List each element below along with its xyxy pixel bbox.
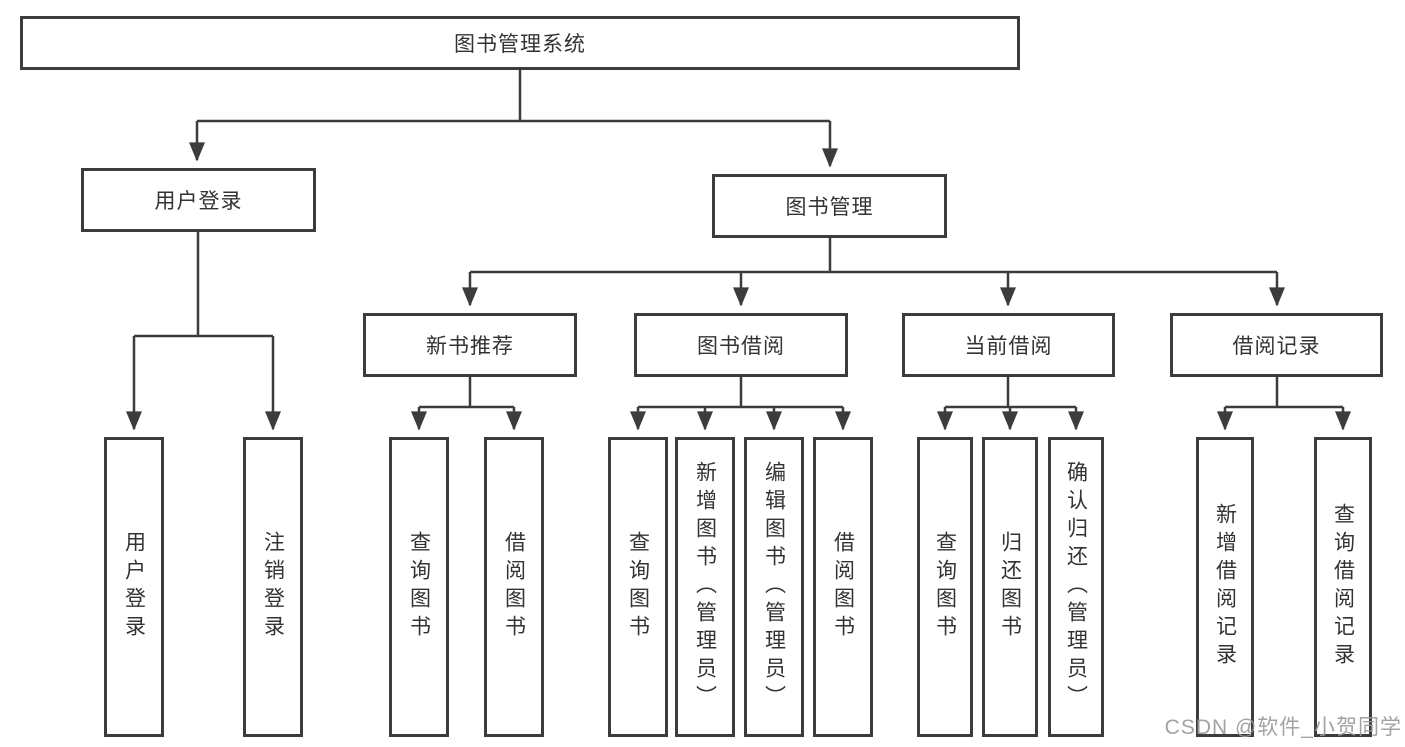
node-current-borrowing: 当前借阅 [902,313,1115,377]
node-label: 查询图书 [407,531,431,643]
node-label: 新增图书（管理员） [693,461,717,713]
node-user-login: 用户登录 [81,168,316,232]
node-label: 图书管理 [785,196,874,219]
leaf-edit-books-admin: 编辑图书（管理员） [744,437,804,737]
node-new-book-recommend: 新书推荐 [363,313,577,377]
node-system-root: 图书管理系统 [20,16,1020,70]
node-borrowing-records: 借阅记录 [1170,313,1383,377]
node-label: 查询图书 [933,531,957,643]
leaf-current-query-books: 查询图书 [917,437,973,737]
node-label: 归还图书 [998,531,1022,643]
node-label: 借阅记录 [1232,335,1321,358]
leaf-logout: 注销登录 [243,437,303,737]
node-label: 注销登录 [261,531,285,643]
node-book-management: 图书管理 [712,174,947,238]
node-label: 图书借阅 [697,335,785,358]
leaf-user-login: 用户登录 [104,437,164,737]
node-label: 图书管理系统 [454,33,586,56]
node-label: 用户登录 [122,531,146,643]
node-book-borrowing: 图书借阅 [634,313,848,377]
node-label: 确认归还（管理员） [1064,461,1088,713]
leaf-query-borrow-record: 查询借阅记录 [1314,437,1372,737]
leaf-add-borrow-record: 新增借阅记录 [1196,437,1254,737]
node-label: 借阅图书 [502,531,526,643]
leaf-recommend-borrow-books: 借阅图书 [484,437,544,737]
leaf-borrowing-query-books: 查询图书 [608,437,668,737]
node-label: 当前借阅 [964,335,1053,358]
node-label: 新增借阅记录 [1213,503,1237,671]
node-label: 用户登录 [154,190,243,213]
leaf-recommend-query-books: 查询图书 [389,437,449,737]
node-label: 查询图书 [626,531,650,643]
node-label: 编辑图书（管理员） [762,461,786,713]
node-label: 借阅图书 [831,531,855,643]
leaf-add-books-admin: 新增图书（管理员） [675,437,735,737]
leaf-borrow-books: 借阅图书 [813,437,873,737]
leaf-return-books: 归还图书 [982,437,1038,737]
leaf-confirm-return-admin: 确认归还（管理员） [1048,437,1104,737]
node-label: 查询借阅记录 [1331,503,1355,671]
node-label: 新书推荐 [426,335,514,358]
